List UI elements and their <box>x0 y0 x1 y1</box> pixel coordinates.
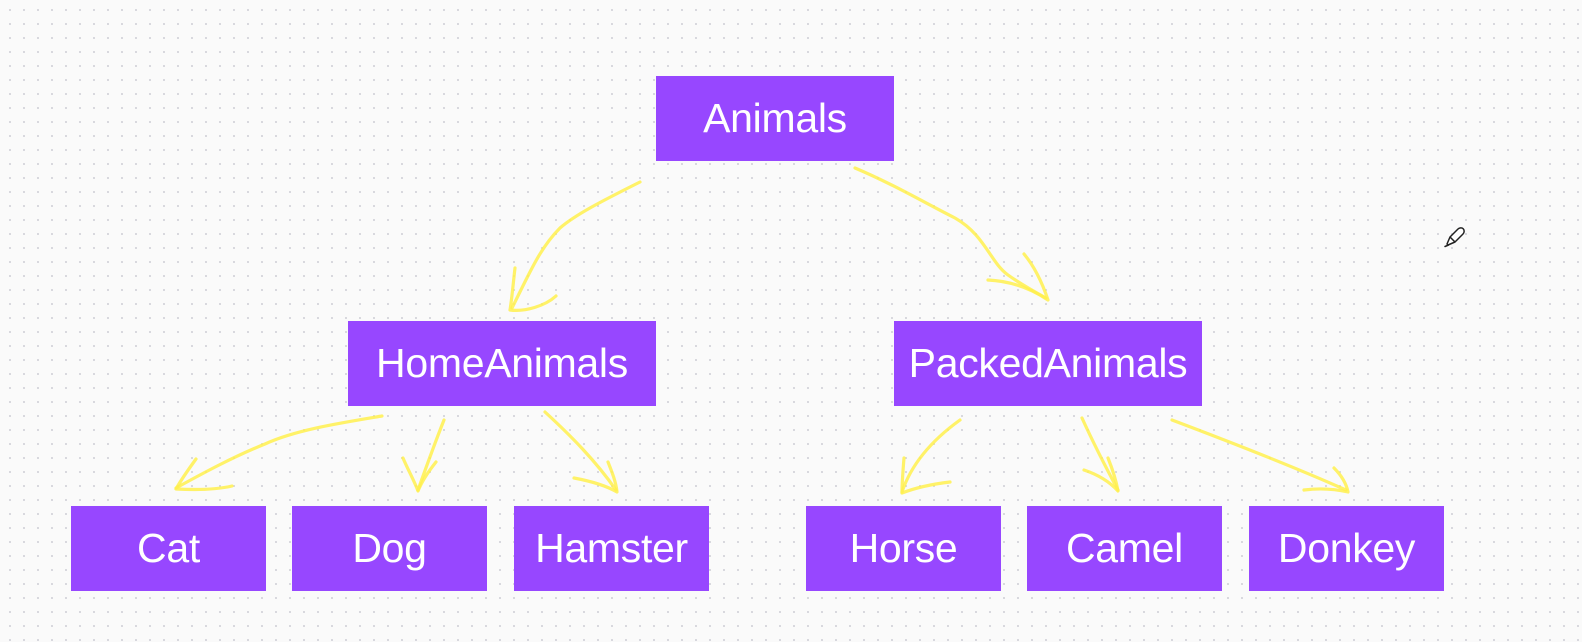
node-horse[interactable]: Horse <box>806 506 1001 591</box>
arrow-packedanimals-to-camel[interactable] <box>1080 416 1120 492</box>
arrow-homeanimals-to-cat[interactable] <box>174 414 384 490</box>
node-packedanimals[interactable]: PackedAnimals <box>894 321 1202 406</box>
node-cat[interactable]: Cat <box>71 506 266 591</box>
arrow-homeanimals-to-dog[interactable] <box>416 418 446 492</box>
node-dog[interactable]: Dog <box>292 506 487 591</box>
node-label: Dog <box>352 525 427 571</box>
node-label: Donkey <box>1277 525 1416 571</box>
node-hamster[interactable]: Hamster <box>514 506 709 591</box>
arrowhead-animals-to-packedanimals <box>986 252 1050 302</box>
arrow-packedanimals-to-donkey[interactable] <box>1170 418 1348 492</box>
node-donkey[interactable]: Donkey <box>1249 506 1444 591</box>
arrow-animals-to-packedanimals[interactable] <box>853 166 1048 300</box>
node-label: PackedAnimals <box>908 340 1188 386</box>
arrowhead-packedanimals-to-camel <box>1082 456 1120 493</box>
node-homeanimals[interactable]: HomeAnimals <box>348 321 656 406</box>
arrowhead-homeanimals-to-hamster <box>572 460 619 494</box>
node-label: Hamster <box>535 525 688 571</box>
arrow-packedanimals-to-horse[interactable] <box>900 418 962 494</box>
node-animals[interactable]: Animals <box>656 76 894 161</box>
node-camel[interactable]: Camel <box>1027 506 1222 591</box>
arrowhead-homeanimals-to-dog <box>401 456 438 493</box>
arrowhead-packedanimals-to-donkey <box>1302 466 1350 494</box>
node-label: Animals <box>703 95 847 141</box>
arrowhead-animals-to-homeanimals <box>508 266 558 312</box>
node-label: HomeAnimals <box>376 340 628 386</box>
node-label: Cat <box>137 525 200 571</box>
arrowhead-packedanimals-to-horse <box>900 456 952 495</box>
pen-cursor-icon <box>1444 227 1465 248</box>
arrow-animals-to-homeanimals[interactable] <box>510 180 642 310</box>
node-label: Horse <box>849 525 958 571</box>
arrow-homeanimals-to-hamster[interactable] <box>543 410 618 492</box>
node-label: Camel <box>1066 525 1183 571</box>
arrowhead-homeanimals-to-cat <box>174 457 234 492</box>
